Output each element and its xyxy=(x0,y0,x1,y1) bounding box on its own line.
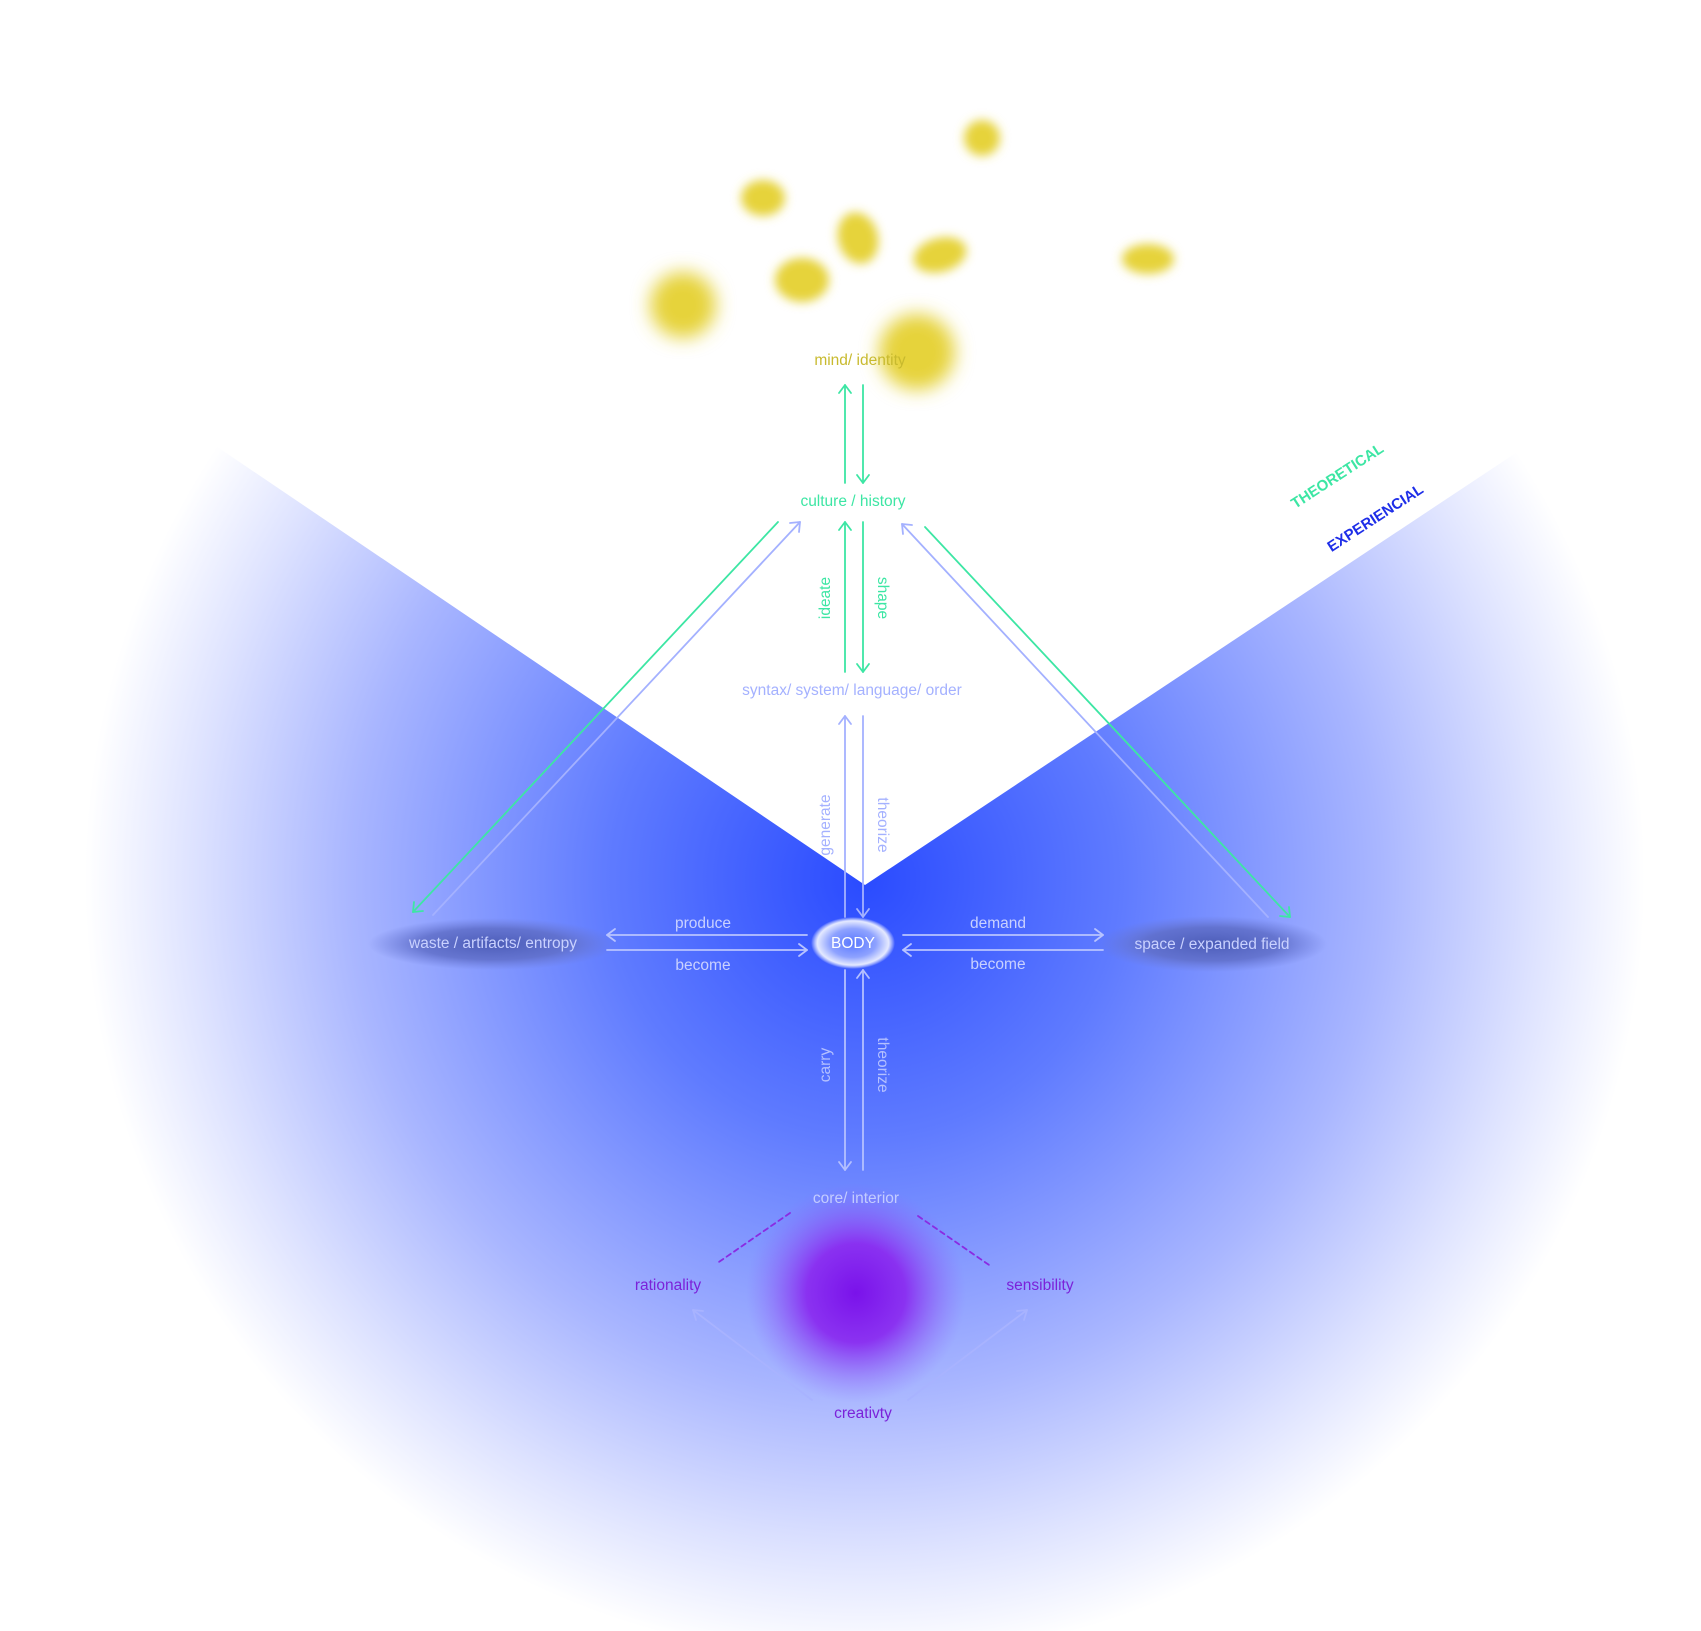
waste-node-bg xyxy=(368,918,618,970)
node-creativity: creativty xyxy=(834,1405,892,1422)
arrow-culture-to-waste xyxy=(412,521,779,913)
arrow-mind-to-culture xyxy=(856,384,870,484)
thought-blob xyxy=(775,258,829,302)
node-syntax: syntax/ system/ language/ order xyxy=(742,682,962,699)
thought-blob xyxy=(650,272,716,338)
arrow-generate xyxy=(838,715,852,918)
core-glow xyxy=(746,1183,966,1403)
node-mind: mind/ identity xyxy=(814,352,906,369)
dashed-core-sensibility xyxy=(917,1215,993,1268)
node-body: BODY xyxy=(831,935,875,952)
edge-become-right: become xyxy=(970,956,1025,973)
node-rationality: rationality xyxy=(635,1277,702,1294)
thought-blobs xyxy=(650,120,1174,390)
edge-demand: demand xyxy=(970,915,1026,932)
arrow-become-right xyxy=(902,943,1104,957)
node-culture: culture / history xyxy=(800,493,905,510)
arrow-culture-to-space xyxy=(924,526,1291,918)
edge-carry: carry xyxy=(817,1048,834,1083)
edge-theorize-top: theorize xyxy=(874,797,891,852)
space-node-bg xyxy=(1097,916,1327,972)
thought-blob xyxy=(1122,244,1174,274)
edge-generate: generate xyxy=(817,794,834,855)
arrow-space-to-culture xyxy=(901,523,1269,918)
edge-produce: produce xyxy=(675,915,731,932)
node-space: space / expanded field xyxy=(1134,936,1289,953)
arrow-waste-to-culture xyxy=(432,521,801,916)
thought-blob xyxy=(741,180,785,216)
arrow-ideate xyxy=(838,521,852,673)
arrow-theorize-top xyxy=(856,715,870,918)
arrow-shape xyxy=(856,521,870,673)
thought-blob xyxy=(879,314,955,390)
arrow-theorize-bottom xyxy=(856,969,870,1171)
node-sensibility: sensibility xyxy=(1006,1277,1073,1294)
arrow-carry xyxy=(838,969,852,1171)
edge-ideate: ideate xyxy=(817,577,834,619)
edge-shape: shape xyxy=(874,577,891,619)
arrows xyxy=(412,384,1291,1401)
thought-blob xyxy=(964,120,1000,156)
arrow-creativity-to-rationality xyxy=(692,1309,813,1401)
arrow-creativity-to-sensibility xyxy=(907,1309,1028,1401)
thought-blob xyxy=(913,237,967,273)
edge-theorize-bottom: theorize xyxy=(874,1037,891,1092)
dashed-core-rationality xyxy=(715,1212,791,1265)
arrow-become-left xyxy=(606,943,808,957)
theoretical-wedge xyxy=(0,0,1701,885)
edge-become-left: become xyxy=(675,957,730,974)
arrow-culture-to-mind xyxy=(838,384,852,484)
arrow-demand xyxy=(902,928,1104,942)
node-waste: waste / artifacts/ entropy xyxy=(408,935,577,952)
thought-blob xyxy=(837,212,879,264)
body-node-bg xyxy=(811,917,895,969)
arrow-produce xyxy=(606,928,808,942)
node-core: core/ interior xyxy=(813,1190,899,1207)
